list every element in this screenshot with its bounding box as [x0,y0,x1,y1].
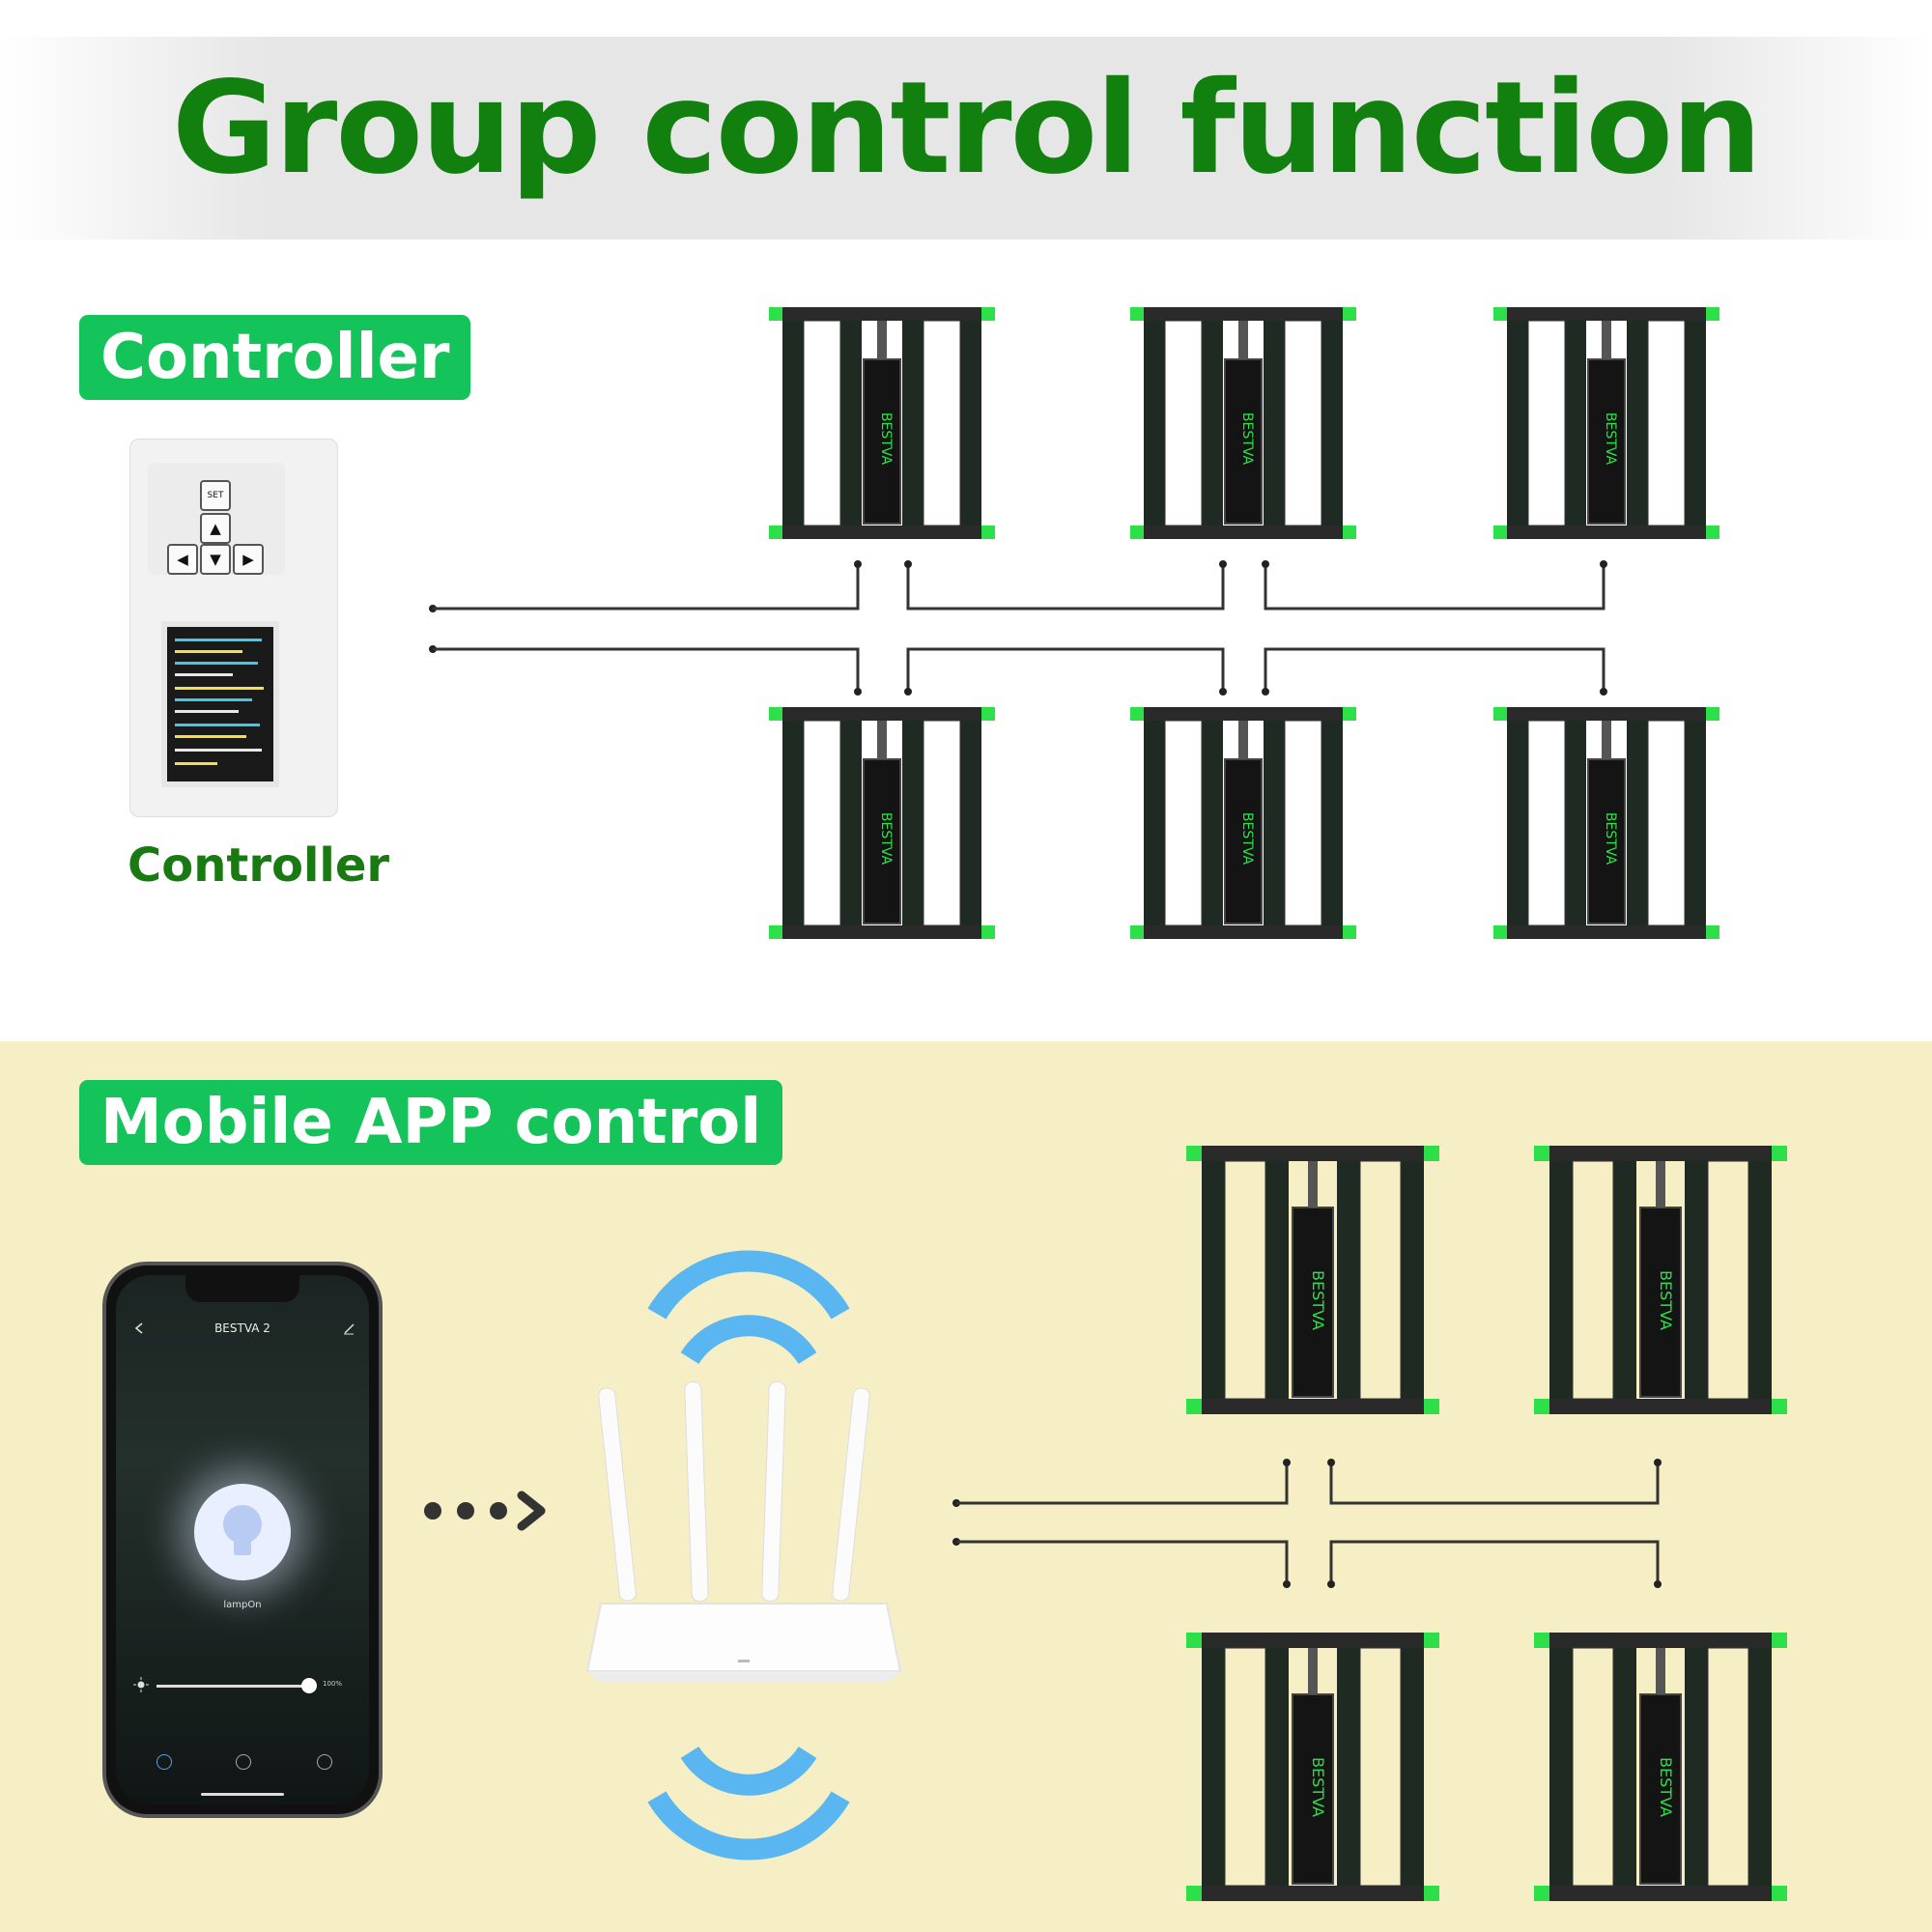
tab-more-icon[interactable] [317,1754,332,1770]
right-key: ▶ [233,544,264,575]
light-fixture: BESTVA [1129,306,1357,540]
light-fixture: BESTVA [768,706,996,940]
app-title: BESTVA 2 [214,1321,270,1335]
router-body [585,1603,902,1683]
controller-lcd-screen [161,621,279,787]
light-fixture: BESTVA [1492,706,1720,940]
light-brand-label: BESTVA [878,812,894,866]
light-brand-label: BESTVA [878,412,894,466]
light-fixture: BESTVA [1129,706,1357,940]
mobile-section-label: Mobile APP control [79,1080,783,1165]
lamp-status-label: lampOn [223,1600,262,1610]
light-fixture: BESTVA [1492,306,1720,540]
home-indicator [201,1793,284,1796]
brightness-value: 100% [323,1680,343,1688]
light-fixture: BESTVA [768,306,996,540]
left-key: ◀ [167,544,198,575]
sun-icon [133,1677,149,1692]
back-icon[interactable] [133,1321,145,1335]
smartphone: BESTVA 2 lampOn 100% [102,1262,383,1818]
phone-notch [185,1275,299,1302]
app-screen: BESTVA 2 lampOn 100% [116,1275,369,1804]
up-key: ▲ [200,513,231,544]
controller-wiring-diagram: BESTVA BESTVA BESTVA BESTVA BESTVA BESTV… [429,306,1720,940]
down-key: ▼ [200,544,231,575]
dots-arrow [421,1482,566,1553]
set-key: SET [200,480,231,511]
light-brand-label: BESTVA [1603,812,1618,866]
controller-device: SET ▲ ◀ ▼ ▶ [129,439,338,817]
page-title: Group control function [171,54,1762,203]
tab-list-icon[interactable] [236,1754,251,1770]
title-band [0,37,1932,240]
brightness-slider[interactable] [156,1685,311,1688]
tab-home-icon[interactable] [156,1754,172,1770]
light-brand-label: BESTVA [1603,412,1618,466]
controller-caption: Controller [128,838,390,893]
edit-icon[interactable] [342,1321,355,1335]
chevron-right-icon [424,1491,546,1531]
wifi-icon [647,1250,850,1365]
light-brand-label: BESTVA [1239,412,1255,466]
bulb-icon[interactable] [194,1484,291,1580]
light-brand-label: BESTVA [1239,812,1255,866]
brightness-slider-knob[interactable] [301,1678,317,1693]
wifi-router [580,1380,908,1690]
controller-section-label: Controller [79,315,471,400]
wifi-icon [647,1746,850,1861]
